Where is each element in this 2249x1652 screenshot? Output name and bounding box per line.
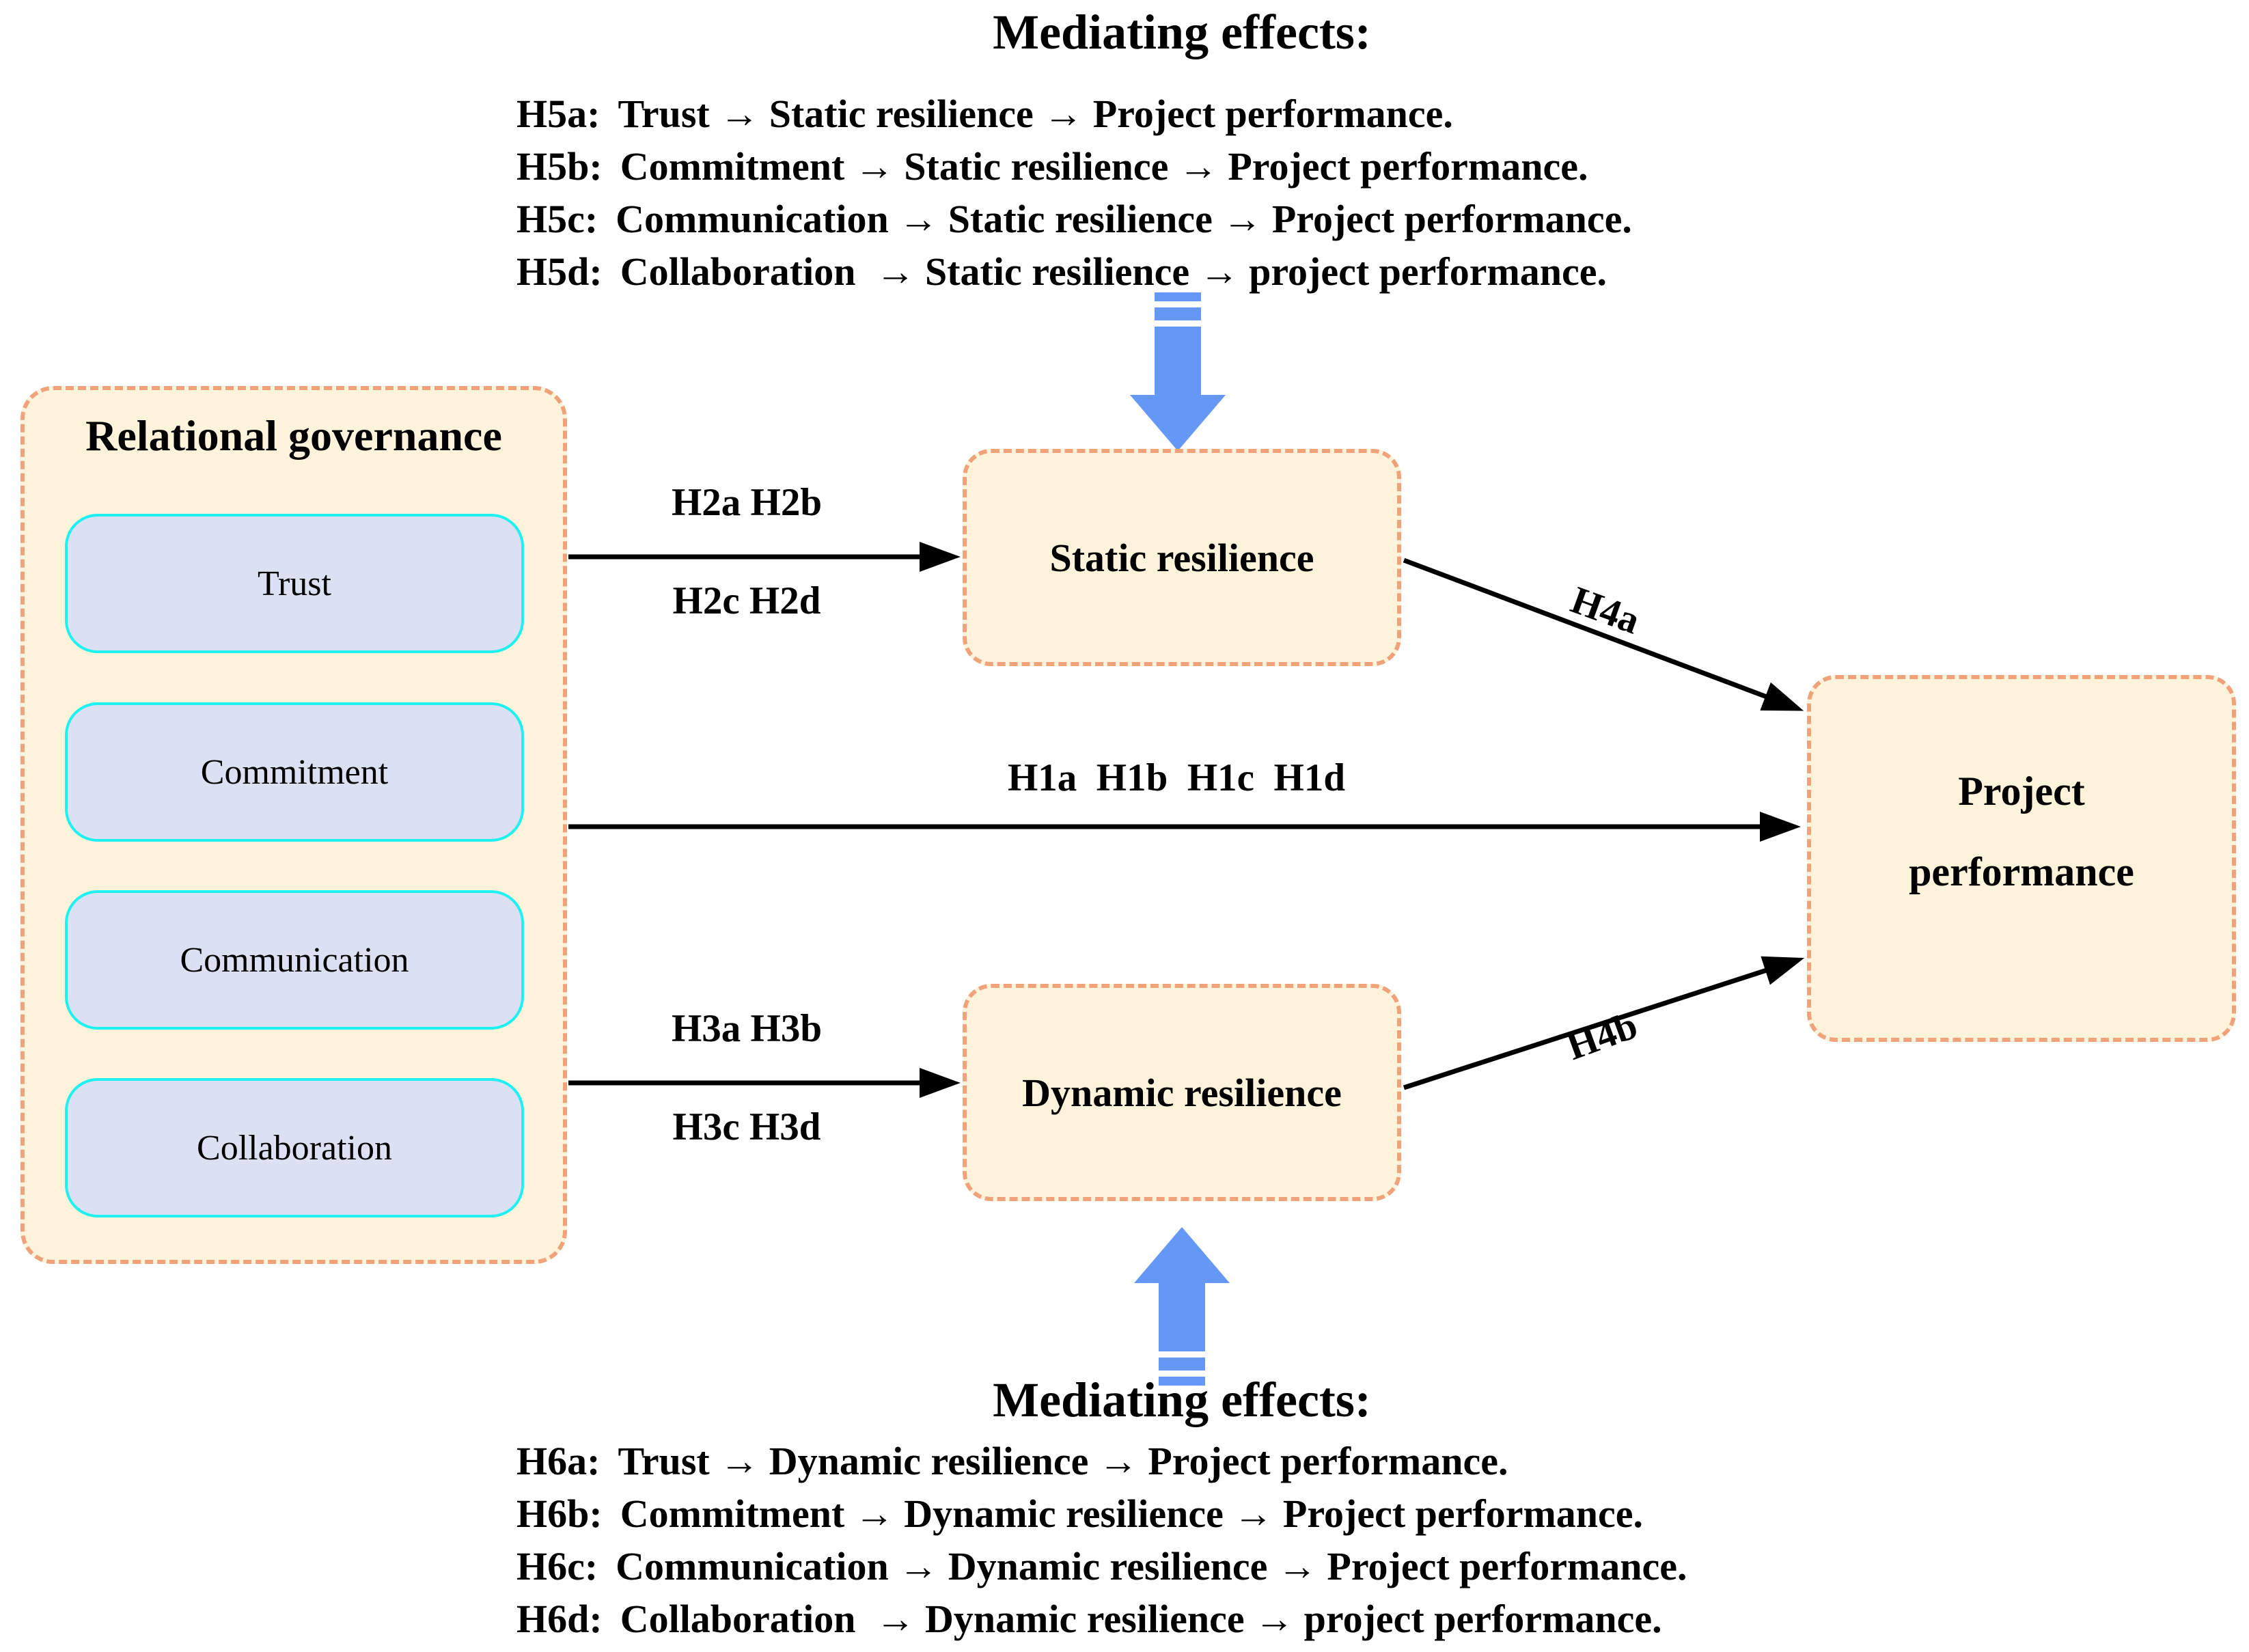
hypothesis-text: Commitment → Dynamic resilience → Projec… — [620, 1491, 1644, 1536]
factor-box-collaboration: Collaboration — [65, 1078, 524, 1217]
factor-box-trust: Trust — [65, 514, 524, 653]
factor-box-commitment: Commitment — [65, 702, 524, 842]
hypothesis-text: Commitment → Static resilience → Project… — [620, 144, 1588, 189]
factor-box-communication: Communication — [65, 890, 524, 1030]
h3-path-label-top: H3a H3b — [671, 1007, 823, 1050]
h3-path-label-bottom: H3c H3d — [672, 1105, 821, 1148]
hypothesis-text: Trust → Dynamic resilience → Project per… — [618, 1439, 1508, 1483]
hypothesis-text: Collaboration → Static resilience → proj… — [620, 249, 1607, 294]
hypothesis-line-h6a: H6a: Trust → Dynamic resilience → Project… — [516, 1435, 1687, 1487]
h2-path-label-bottom: H2c H2d — [672, 579, 821, 622]
h2-path-label-top: H2a H2b — [671, 481, 823, 524]
mediation-up-arrow-icon — [1134, 1227, 1230, 1386]
hypothesis-line-h5c: H5c: Communication → Static resilience → … — [516, 193, 1632, 245]
hypothesis-line-h5d: H5d: Collaboration → Static resilience → … — [516, 245, 1632, 298]
hypothesis-text: Trust → Static resilience → Project perf… — [618, 92, 1453, 136]
hypothesis-text: Collaboration → Dynamic resilience → pro… — [620, 1597, 1662, 1641]
hypothesis-tag: H6c: — [516, 1544, 598, 1588]
project-performance-box: Project performance — [1807, 675, 2236, 1042]
hypothesis-line-h6d: H6d: Collaboration → Dynamic resilience →… — [516, 1593, 1687, 1645]
hypothesis-tag: H5d: — [516, 249, 603, 294]
bottom-mediating-heading: Mediating effects: — [993, 1373, 1371, 1427]
hypothesis-tag: H5c: — [516, 197, 598, 241]
h4b-path-label: H4b — [1561, 1004, 1643, 1069]
hypothesis-tag: H5b: — [516, 144, 603, 189]
hypothesis-line-h5b: H5b: Commitment → Static resilience → Pro… — [516, 140, 1632, 193]
hypothesis-tag: H6b: — [516, 1491, 603, 1536]
bottom-hypothesis-list: H6a: Trust → Dynamic resilience → Project… — [516, 1435, 1687, 1645]
dynamic-resilience-box: Dynamic resilience — [963, 984, 1401, 1201]
hypothesis-line-h5a: H5a: Trust → Static resilience → Project … — [516, 87, 1632, 140]
factor-label: Communication — [180, 940, 409, 980]
static-resilience-box: Static resilience — [963, 449, 1401, 666]
hypothesis-line-h6c: H6c: Communication → Dynamic resilience →… — [516, 1540, 1687, 1593]
h1-path-label: H1a H1b H1c H1d — [1007, 756, 1346, 799]
mediation-down-arrow-icon — [1130, 292, 1226, 451]
hypothesis-tag: H5a: — [516, 92, 601, 136]
hypothesis-text: Communication → Dynamic resilience → Pro… — [616, 1544, 1687, 1588]
hypothesis-tag: H6a: — [516, 1439, 601, 1483]
dynamic-resilience-label: Dynamic resilience — [1022, 1070, 1342, 1115]
factor-label: Commitment — [200, 752, 389, 792]
hypothesis-tag: H6d: — [516, 1597, 603, 1641]
project-performance-label-line2: performance — [1909, 849, 2134, 894]
static-resilience-label: Static resilience — [1049, 535, 1314, 580]
top-hypothesis-list: H5a: Trust → Static resilience → Project … — [516, 87, 1632, 298]
factor-label: Trust — [258, 564, 331, 603]
hypothesis-text: Communication → Static resilience → Proj… — [616, 197, 1632, 241]
h4a-path-label: H4a — [1565, 578, 1646, 643]
factor-label: Collaboration — [197, 1128, 392, 1168]
top-mediating-heading: Mediating effects: — [993, 5, 1371, 59]
panel-title: Relational governance — [85, 411, 502, 460]
hypothesis-line-h6b: H6b: Commitment → Dynamic resilience → Pr… — [516, 1487, 1687, 1540]
project-performance-label-line1: Project — [1958, 768, 2085, 814]
